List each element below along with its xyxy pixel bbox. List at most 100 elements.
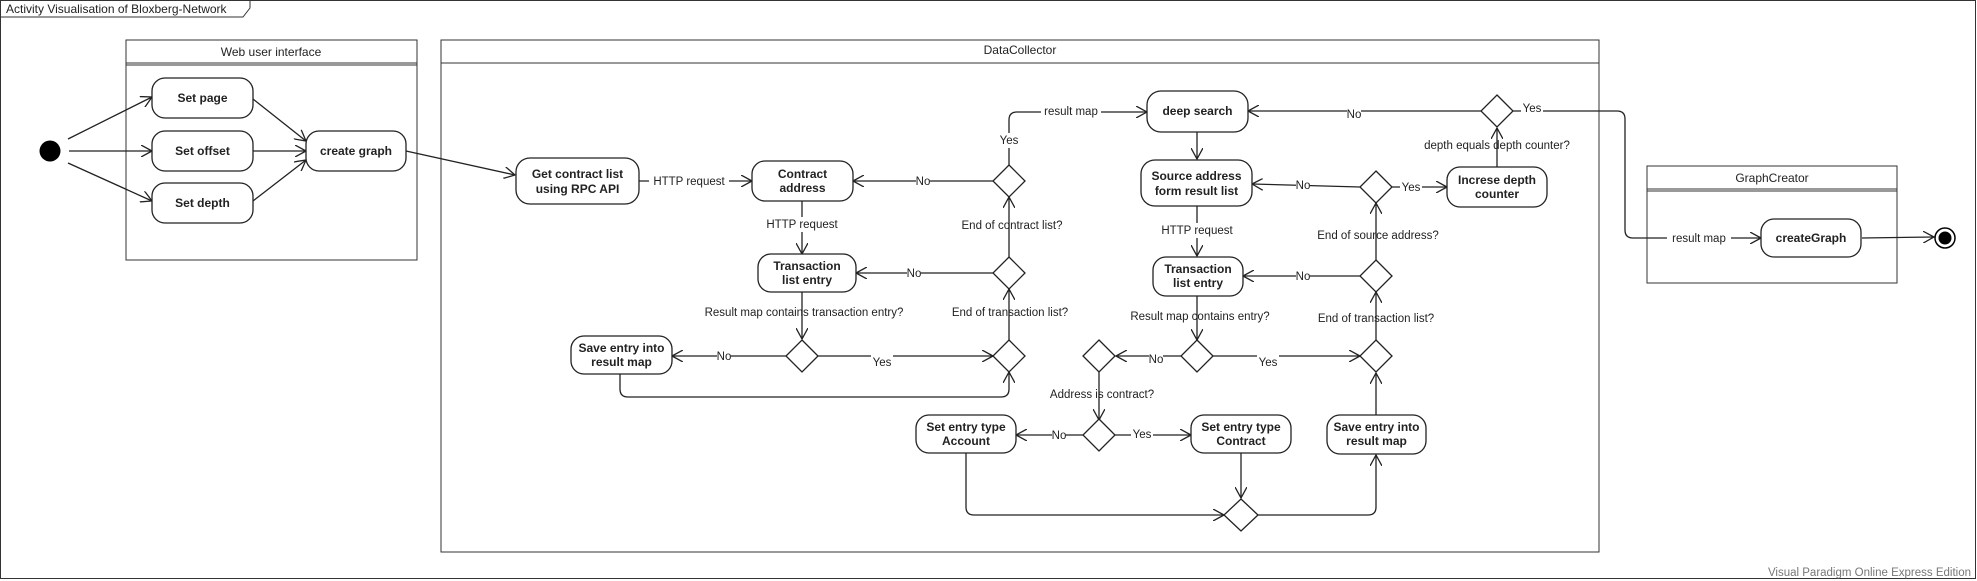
cond-address-is-contract: Address is contract? xyxy=(1050,389,1154,401)
decision-contract-list xyxy=(992,164,1026,198)
partition-title-collector: DataCollector xyxy=(984,43,1057,57)
action-set-offset-label: Set offset xyxy=(175,144,230,158)
decision-end-of-transaction-list-2 xyxy=(1359,259,1393,293)
action-create-graph: create graph xyxy=(305,130,407,172)
partition-data-collector: DataCollector xyxy=(440,39,1600,553)
action-contract-address: Contract address xyxy=(751,160,854,202)
action-increase-depth-line2: counter xyxy=(1475,187,1519,201)
action-save-entry-1-line1: Save entry into xyxy=(578,341,664,355)
cond-depth-equals: depth equals depth counter? xyxy=(1424,140,1570,152)
edge-labels: HTTP request No HTTP request No No Yes Y… xyxy=(649,101,1731,443)
edge-initial-to-set-page xyxy=(67,97,152,140)
action-save-entry-2-line2: result map xyxy=(1346,434,1407,448)
decision-contains-transaction xyxy=(785,339,819,373)
label-result-map-1: result map xyxy=(1044,106,1098,118)
edge-set-depth-to-create-graph xyxy=(252,160,306,202)
label-yes-contract-list: Yes xyxy=(1000,135,1019,147)
label-no-contract: No xyxy=(916,176,931,188)
decision-end-of-source-address xyxy=(1359,170,1393,204)
action-set-account-line1: Set entry type xyxy=(926,420,1006,434)
frame-title: Activity Visualisation of Bloxberg-Netwo… xyxy=(6,2,228,16)
action-save-entry-1: Save entry into result map xyxy=(570,335,673,375)
action-set-contract-line1: Set entry type xyxy=(1201,420,1281,434)
action-set-offset: Set offset xyxy=(151,130,254,172)
decision-end-of-contract-list xyxy=(992,256,1026,290)
decision-address-is-contract xyxy=(1082,418,1116,452)
final-node xyxy=(1934,227,1956,249)
action-tx-entry-1-line1: Transaction xyxy=(773,259,840,273)
action-save-entry-2: Save entry into result map xyxy=(1326,414,1427,455)
action-contract-address-line2: address xyxy=(779,181,825,195)
action-transaction-list-entry-1: Transaction list entry xyxy=(757,253,857,293)
edge-merge-to-save-entry xyxy=(1258,455,1376,516)
action-create-graph-fn-label: createGraph xyxy=(1776,231,1847,245)
decision-nodes xyxy=(785,94,1514,532)
edge-set-account-to-merge xyxy=(965,453,1224,515)
action-increase-depth: Increse depth counter xyxy=(1446,166,1548,208)
decision-depth-equals xyxy=(1480,94,1514,128)
edge-set-page-to-create-graph xyxy=(252,98,306,141)
label-http-request-3: HTTP request xyxy=(1161,225,1233,237)
label-http-request-2: HTTP request xyxy=(766,219,838,231)
action-deep-search: deep search xyxy=(1146,90,1249,133)
partition-title-web: Web user interface xyxy=(221,45,322,59)
action-create-graph-fn: createGraph xyxy=(1760,218,1862,258)
label-no-save-1: No xyxy=(717,351,732,363)
action-set-account-line2: Account xyxy=(942,434,990,448)
cond-result-map-contains-tx: Result map contains transaction entry? xyxy=(705,307,904,319)
decision-end-of-transaction-list-1 xyxy=(992,339,1026,373)
label-http-request-1: HTTP request xyxy=(653,176,725,188)
action-tx-entry-1-line2: list entry xyxy=(782,273,832,287)
label-no-depth: No xyxy=(1347,109,1362,121)
action-get-contract-list: Get contract list using RPC API xyxy=(515,157,640,205)
initial-node xyxy=(39,140,61,162)
decision-contains-entry xyxy=(1180,339,1214,373)
edge-save-entry-to-end-tx-decision xyxy=(619,372,1009,398)
label-no-tx-1: No xyxy=(907,268,922,280)
action-deep-search-label: deep search xyxy=(1162,104,1232,118)
edge-create-graph-to-final xyxy=(1861,237,1934,238)
edge-depth-yes-to-create-graph xyxy=(1513,110,1761,238)
decision-merge-address xyxy=(1082,339,1116,373)
action-create-graph-label: create graph xyxy=(320,144,392,158)
decision-merge-2 xyxy=(1359,339,1393,373)
label-no-source: No xyxy=(1296,180,1311,192)
action-set-depth-label: Set depth xyxy=(175,196,230,210)
action-contract-address-line1: Contract xyxy=(778,167,827,181)
label-yes-save-1: Yes xyxy=(873,357,892,369)
action-set-contract-line2: Contract xyxy=(1216,434,1265,448)
action-increase-depth-line1: Increse depth xyxy=(1458,173,1536,187)
cond-end-of-source-address: End of source address? xyxy=(1317,230,1438,242)
condition-labels: End of contract list? End of transaction… xyxy=(705,140,1570,401)
action-set-depth: Set depth xyxy=(151,182,254,224)
cond-end-of-transaction-list-2: End of transaction list? xyxy=(1318,313,1434,325)
label-yes-source: Yes xyxy=(1402,182,1421,194)
watermark: Visual Paradigm Online Express Edition xyxy=(1768,567,1971,579)
cond-end-of-contract-list: End of contract list? xyxy=(962,220,1063,232)
action-transaction-list-entry-2: Transaction list entry xyxy=(1152,256,1244,297)
action-source-address-line1: Source address xyxy=(1151,169,1241,183)
decision-merge-entry-type xyxy=(1223,498,1259,532)
edge-initial-to-set-depth xyxy=(67,162,152,201)
action-source-address: Source address form result list xyxy=(1140,159,1253,207)
action-get-contract-list-line2: using RPC API xyxy=(536,182,620,196)
label-no-tx-2: No xyxy=(1296,271,1311,283)
label-yes-depth: Yes xyxy=(1523,103,1542,115)
action-set-entry-type-account: Set entry type Account xyxy=(915,414,1017,454)
action-save-entry-2-line1: Save entry into xyxy=(1333,420,1419,434)
partition-title-graph: GraphCreator xyxy=(1735,171,1808,185)
action-tx-entry-2-line1: Transaction xyxy=(1164,262,1231,276)
label-no-is-contract: No xyxy=(1052,430,1067,442)
action-tx-entry-2-line2: list entry xyxy=(1173,276,1223,290)
label-result-map-2: result map xyxy=(1672,233,1726,245)
action-set-entry-type-contract: Set entry type Contract xyxy=(1190,414,1292,454)
cond-result-map-contains-entry: Result map contains entry? xyxy=(1130,311,1269,323)
label-yes-contains-2: Yes xyxy=(1259,357,1278,369)
action-source-address-line2: form result list xyxy=(1155,184,1238,198)
label-yes-is-contract: Yes xyxy=(1133,429,1152,441)
action-save-entry-1-line2: result map xyxy=(591,355,652,369)
frame-title-tab xyxy=(0,0,251,18)
edge-create-graph-to-get-contract xyxy=(405,150,515,175)
action-get-contract-list-line1: Get contract list xyxy=(532,167,623,181)
